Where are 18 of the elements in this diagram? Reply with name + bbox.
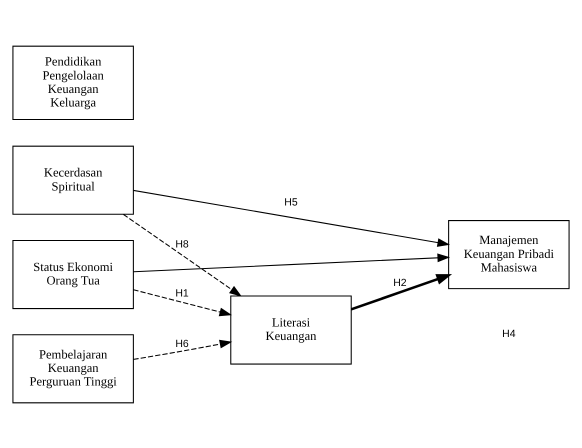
arrow	[134, 189, 450, 246]
node-box: Kecerdasan Spiritual	[12, 145, 134, 214]
node-box: Pembelajaran Keuangan Perguruan Tinggi	[12, 334, 134, 403]
arrow	[133, 288, 232, 316]
arrow	[123, 214, 242, 296]
node-box: Literasi Keuangan	[230, 294, 352, 364]
edge-label: H8	[175, 238, 189, 250]
edge-label: H5	[284, 196, 298, 208]
edge-label: H1	[175, 288, 189, 300]
node-box: Status Ekonomi Orang Tua	[12, 239, 134, 309]
arrow	[134, 252, 450, 272]
node-box: Manajemen Keuangan Pribadi Mahasiswa	[448, 220, 570, 289]
label: H4	[502, 328, 516, 340]
edge-label: H6	[175, 338, 189, 350]
arrow	[350, 274, 452, 310]
edge-label: H2	[393, 278, 407, 289]
arrow	[133, 339, 232, 360]
node-box: Pendidikan Pengelolaan Keuangan Keluarga	[12, 45, 134, 120]
